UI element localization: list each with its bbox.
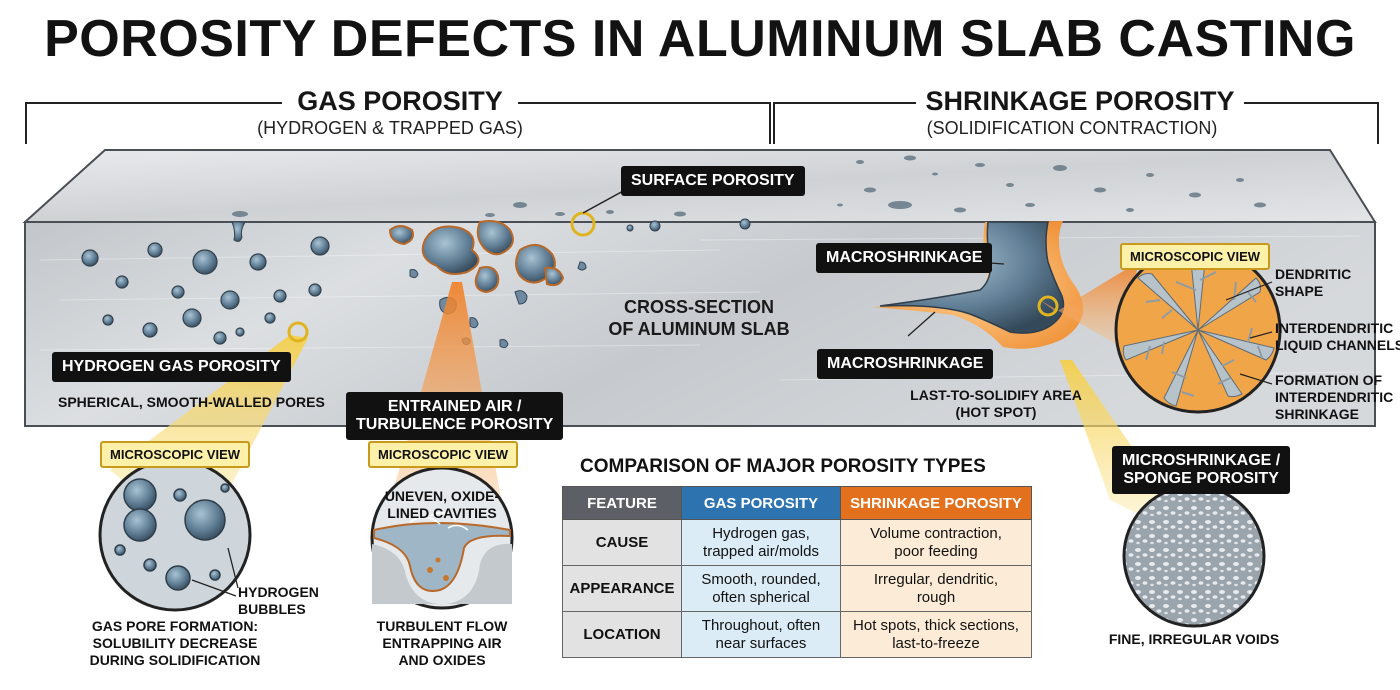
header-gas-porosity: GAS POROSITY	[681, 486, 841, 520]
turbulent-flow-line-3: AND OXIDES	[398, 652, 486, 668]
sponge-microscopic-view	[1122, 484, 1266, 628]
cell-shrinkage-appearance: Irregular, dendritic,rough	[840, 565, 1032, 612]
shrinkage-porosity-subtitle: (SOLIDIFICATION CONTRACTION)	[926, 118, 1218, 138]
table-row: APPEARANCE Smooth, rounded,often spheric…	[562, 565, 1032, 612]
dendritic-shape-label: DENDRITIC SHAPE	[1275, 266, 1351, 300]
page-title: POROSITY DEFECTS IN ALUMINUM SLAB CASTIN…	[44, 10, 1356, 68]
last-to-solidify-line-1: LAST-TO-SOLIDIFY AREA	[910, 387, 1082, 403]
turbulent-flow-line-1: TURBULENT FLOW	[376, 618, 508, 634]
cell-line: near surfaces	[715, 634, 807, 652]
turbulent-flow-label: TURBULENT FLOW ENTRAPPING AIR AND OXIDES	[364, 618, 520, 669]
row-feature-cause: CAUSE	[562, 519, 682, 566]
interdendritic-channels-label: INTERDENDRITIC LIQUID CHANNELS	[1275, 320, 1400, 354]
slab-label-line-2: OF ALUMINUM SLAB	[608, 319, 790, 339]
cell-line: last-to-freeze	[892, 634, 980, 652]
formation-shrinkage-line-1: FORMATION OF	[1275, 372, 1383, 388]
shrinkage-porosity-title: SHRINKAGE POROSITY	[916, 86, 1244, 117]
comparison-table: FEATURE GAS POROSITY SHRINKAGE POROSITY …	[562, 486, 1032, 658]
gas-pore-formation-line-3: DURING SOLIDIFICATION	[89, 652, 261, 668]
uneven-cavities-label: UNEVEN, OXIDE- LINED CAVITIES	[382, 488, 502, 522]
cell-line: often spherical	[712, 588, 810, 606]
cell-line: rough	[916, 588, 956, 606]
last-to-solidify-line-2: (HOT SPOT)	[955, 404, 1037, 420]
last-to-solidify-label: LAST-TO-SOLIDIFY AREA (HOT SPOT)	[906, 387, 1086, 421]
cell-gas-appearance: Smooth, rounded,often spherical	[681, 565, 841, 612]
gas-porosity-subtitle: (HYDROGEN & TRAPPED GAS)	[257, 118, 523, 138]
microshrinkage-tag: MICROSHRINKAGE / SPONGE POROSITY	[1112, 446, 1291, 494]
gas-pore-formation-line-1: GAS PORE FORMATION:	[91, 618, 259, 634]
interdendritic-channels-line-2: LIQUID CHANNELS	[1275, 337, 1400, 353]
header-feature: FEATURE	[562, 486, 682, 520]
row-feature-appearance: APPEARANCE	[562, 565, 682, 612]
comparison-header-row: FEATURE GAS POROSITY SHRINKAGE POROSITY	[562, 486, 1032, 520]
comparison-title: COMPARISON OF MAJOR POROSITY TYPES	[580, 456, 986, 477]
cell-line: Irregular, dendritic,	[873, 570, 999, 588]
hydrogen-bubbles-label: HYDROGEN BUBBLES	[238, 584, 328, 618]
entrained-air-tag-line-2: TURBULENCE POROSITY	[356, 416, 554, 433]
formation-shrinkage-label: FORMATION OF INTERDENDRITIC SHRINKAGE	[1275, 372, 1393, 423]
entrained-air-tag-line-1: ENTRAINED AIR /	[387, 398, 522, 415]
cell-line: Hot spots, thick sections,	[853, 616, 1019, 634]
cell-line: Hydrogen gas,	[712, 524, 810, 542]
interdendritic-channels-line-1: INTERDENDRITIC	[1275, 320, 1394, 336]
cell-line: trapped air/molds	[703, 542, 819, 560]
microshrinkage-tag-line-2: SPONGE POROSITY	[1123, 470, 1279, 487]
microscopic-view-tag-dendritic: MICROSCOPIC VIEW	[1120, 243, 1271, 270]
cell-gas-cause: Hydrogen gas,trapped air/molds	[681, 519, 841, 566]
slab-label-line-1: CROSS-SECTION	[623, 297, 774, 317]
hydrogen-marker-ring	[287, 321, 309, 343]
turbulent-flow-line-2: ENTRAPPING AIR	[382, 635, 502, 651]
cell-shrinkage-cause: Volume contraction,poor feeding	[840, 519, 1032, 566]
surface-porosity-tag: SURFACE POROSITY	[621, 166, 805, 196]
gas-pore-formation-line-2: SOLUBILITY DECREASE	[92, 635, 258, 651]
macroshrinkage-bottom-tag: MACROSHRINKAGE	[817, 349, 994, 379]
uneven-cavities-line-2: LINED CAVITIES	[387, 505, 497, 521]
gas-pore-formation-label: GAS PORE FORMATION: SOLUBILITY DECREASE …	[70, 618, 280, 669]
fine-voids-label: FINE, IRREGULAR VOIDS	[1108, 631, 1280, 647]
hydrogen-bubbles-line-2: BUBBLES	[238, 601, 306, 617]
entrained-air-cavities	[388, 220, 565, 294]
dendritic-shape-line-1: DENDRITIC	[1275, 266, 1352, 282]
cell-shrinkage-location: Hot spots, thick sections,last-to-freeze	[840, 611, 1032, 658]
cell-line: Volume contraction,	[870, 524, 1002, 542]
formation-shrinkage-line-2: INTERDENDRITIC	[1275, 389, 1394, 405]
formation-shrinkage-line-3: SHRINKAGE	[1275, 406, 1360, 422]
spherical-pores-label: SPHERICAL, SMOOTH-WALLED PORES	[58, 394, 325, 410]
gas-pores	[81, 236, 330, 345]
table-row: CAUSE Hydrogen gas,trapped air/molds Vol…	[562, 519, 1032, 566]
macroshrinkage-cavity	[879, 221, 1065, 334]
slab-cross-section-label: CROSS-SECTION OF ALUMINUM SLAB	[586, 296, 812, 340]
dendritic-shape-line-2: SHAPE	[1275, 283, 1324, 299]
microscopic-view-tag-turbulence: MICROSCOPIC VIEW	[368, 441, 519, 468]
dendritic-callout-cone	[1040, 262, 1138, 350]
turbulence-microscopic-view	[370, 466, 514, 610]
hydrogen-microscopic-view	[98, 458, 252, 612]
cell-line: Throughout, often	[701, 616, 821, 634]
gas-porosity-title: GAS POROSITY	[282, 86, 518, 117]
microshrinkage-tag-line-1: MICROSHRINKAGE /	[1122, 452, 1281, 469]
dendritic-microscopic-view	[1114, 246, 1282, 414]
hot-spot-marker-ring	[1037, 295, 1059, 317]
cell-line: poor feeding	[894, 542, 978, 560]
header-shrinkage-porosity: SHRINKAGE POROSITY	[840, 486, 1032, 520]
microscopic-view-tag-hydrogen: MICROSCOPIC VIEW	[100, 441, 251, 468]
entrained-air-tag: ENTRAINED AIR / TURBULENCE POROSITY	[346, 392, 564, 440]
uneven-cavities-line-1: UNEVEN, OXIDE-	[384, 488, 500, 504]
row-feature-location: LOCATION	[562, 611, 682, 658]
cell-line: Smooth, rounded,	[701, 570, 821, 588]
macroshrinkage-top-tag: MACROSHRINKAGE	[816, 243, 993, 273]
hydrogen-bubbles-line-1: HYDROGEN	[238, 584, 319, 600]
hydrogen-gas-porosity-tag: HYDROGEN GAS POROSITY	[52, 352, 291, 382]
